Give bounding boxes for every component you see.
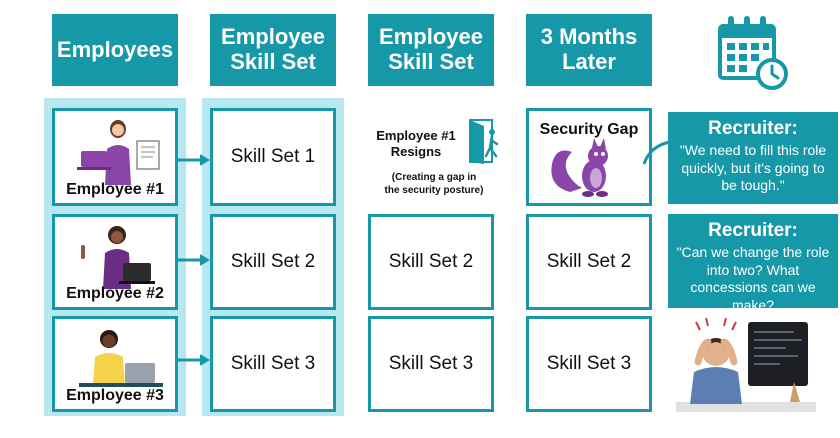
employee-card-2: Employee #2: [52, 214, 178, 310]
arrow-3: [178, 354, 210, 366]
resign-title: Employee #1 Resigns: [376, 128, 456, 160]
employee-3-label: Employee #3: [66, 387, 164, 404]
employee-card-1: Employee #1: [52, 108, 178, 206]
resign-subtitle: (Creating a gap in the security posture): [384, 172, 484, 196]
calendar-clock-icon: [712, 12, 792, 92]
recruiter-quote-1: Recruiter: "We need to fill this role qu…: [668, 112, 838, 204]
recruiter-2-quote: "Can we change the role into two? What c…: [676, 244, 830, 313]
col3-skill-set-2-box: Skill Set 2: [526, 214, 652, 310]
header-skill-set-2: Employee Skill Set: [368, 14, 494, 86]
employee-2-illustration: [81, 226, 155, 289]
header-employees: Employees: [52, 14, 178, 86]
employee-3-illustration: [79, 330, 163, 387]
security-gap-label: Security Gap: [539, 121, 639, 138]
col3-skill-set-3-box: Skill Set 3: [526, 316, 652, 412]
skill-set-3-box: Skill Set 3: [210, 316, 336, 412]
recruiter-2-title: Recruiter:: [708, 220, 798, 241]
speech-connector: [642, 140, 671, 165]
arrow-1: [178, 154, 210, 166]
header-skill-set: Employee Skill Set: [210, 14, 336, 86]
recruiter-1-quote: "We need to fill this role quickly, but …: [679, 142, 827, 193]
recruiter-1-title: Recruiter:: [708, 118, 798, 139]
skill-set-2-box: Skill Set 2: [210, 214, 336, 310]
stressed-person-icon: [676, 317, 816, 412]
employee-card-3: Employee #3: [52, 316, 178, 412]
employee-1-label: Employee #1: [66, 181, 164, 198]
employee-2-label: Employee #2: [66, 285, 164, 302]
arrow-2: [178, 254, 210, 266]
recruiter-quote-2: Recruiter: "Can we change the role into …: [668, 214, 838, 313]
header-3-months-later: 3 Months Later: [526, 14, 652, 86]
skill-set-1-box: Skill Set 1: [210, 108, 336, 206]
door-exit-icon: [466, 118, 502, 164]
col2-skill-set-2-box: Skill Set 2: [368, 214, 494, 310]
col2-skill-set-3-box: Skill Set 3: [368, 316, 494, 412]
employee-1-illustration: [77, 120, 160, 185]
squirrel-icon: [546, 136, 626, 198]
